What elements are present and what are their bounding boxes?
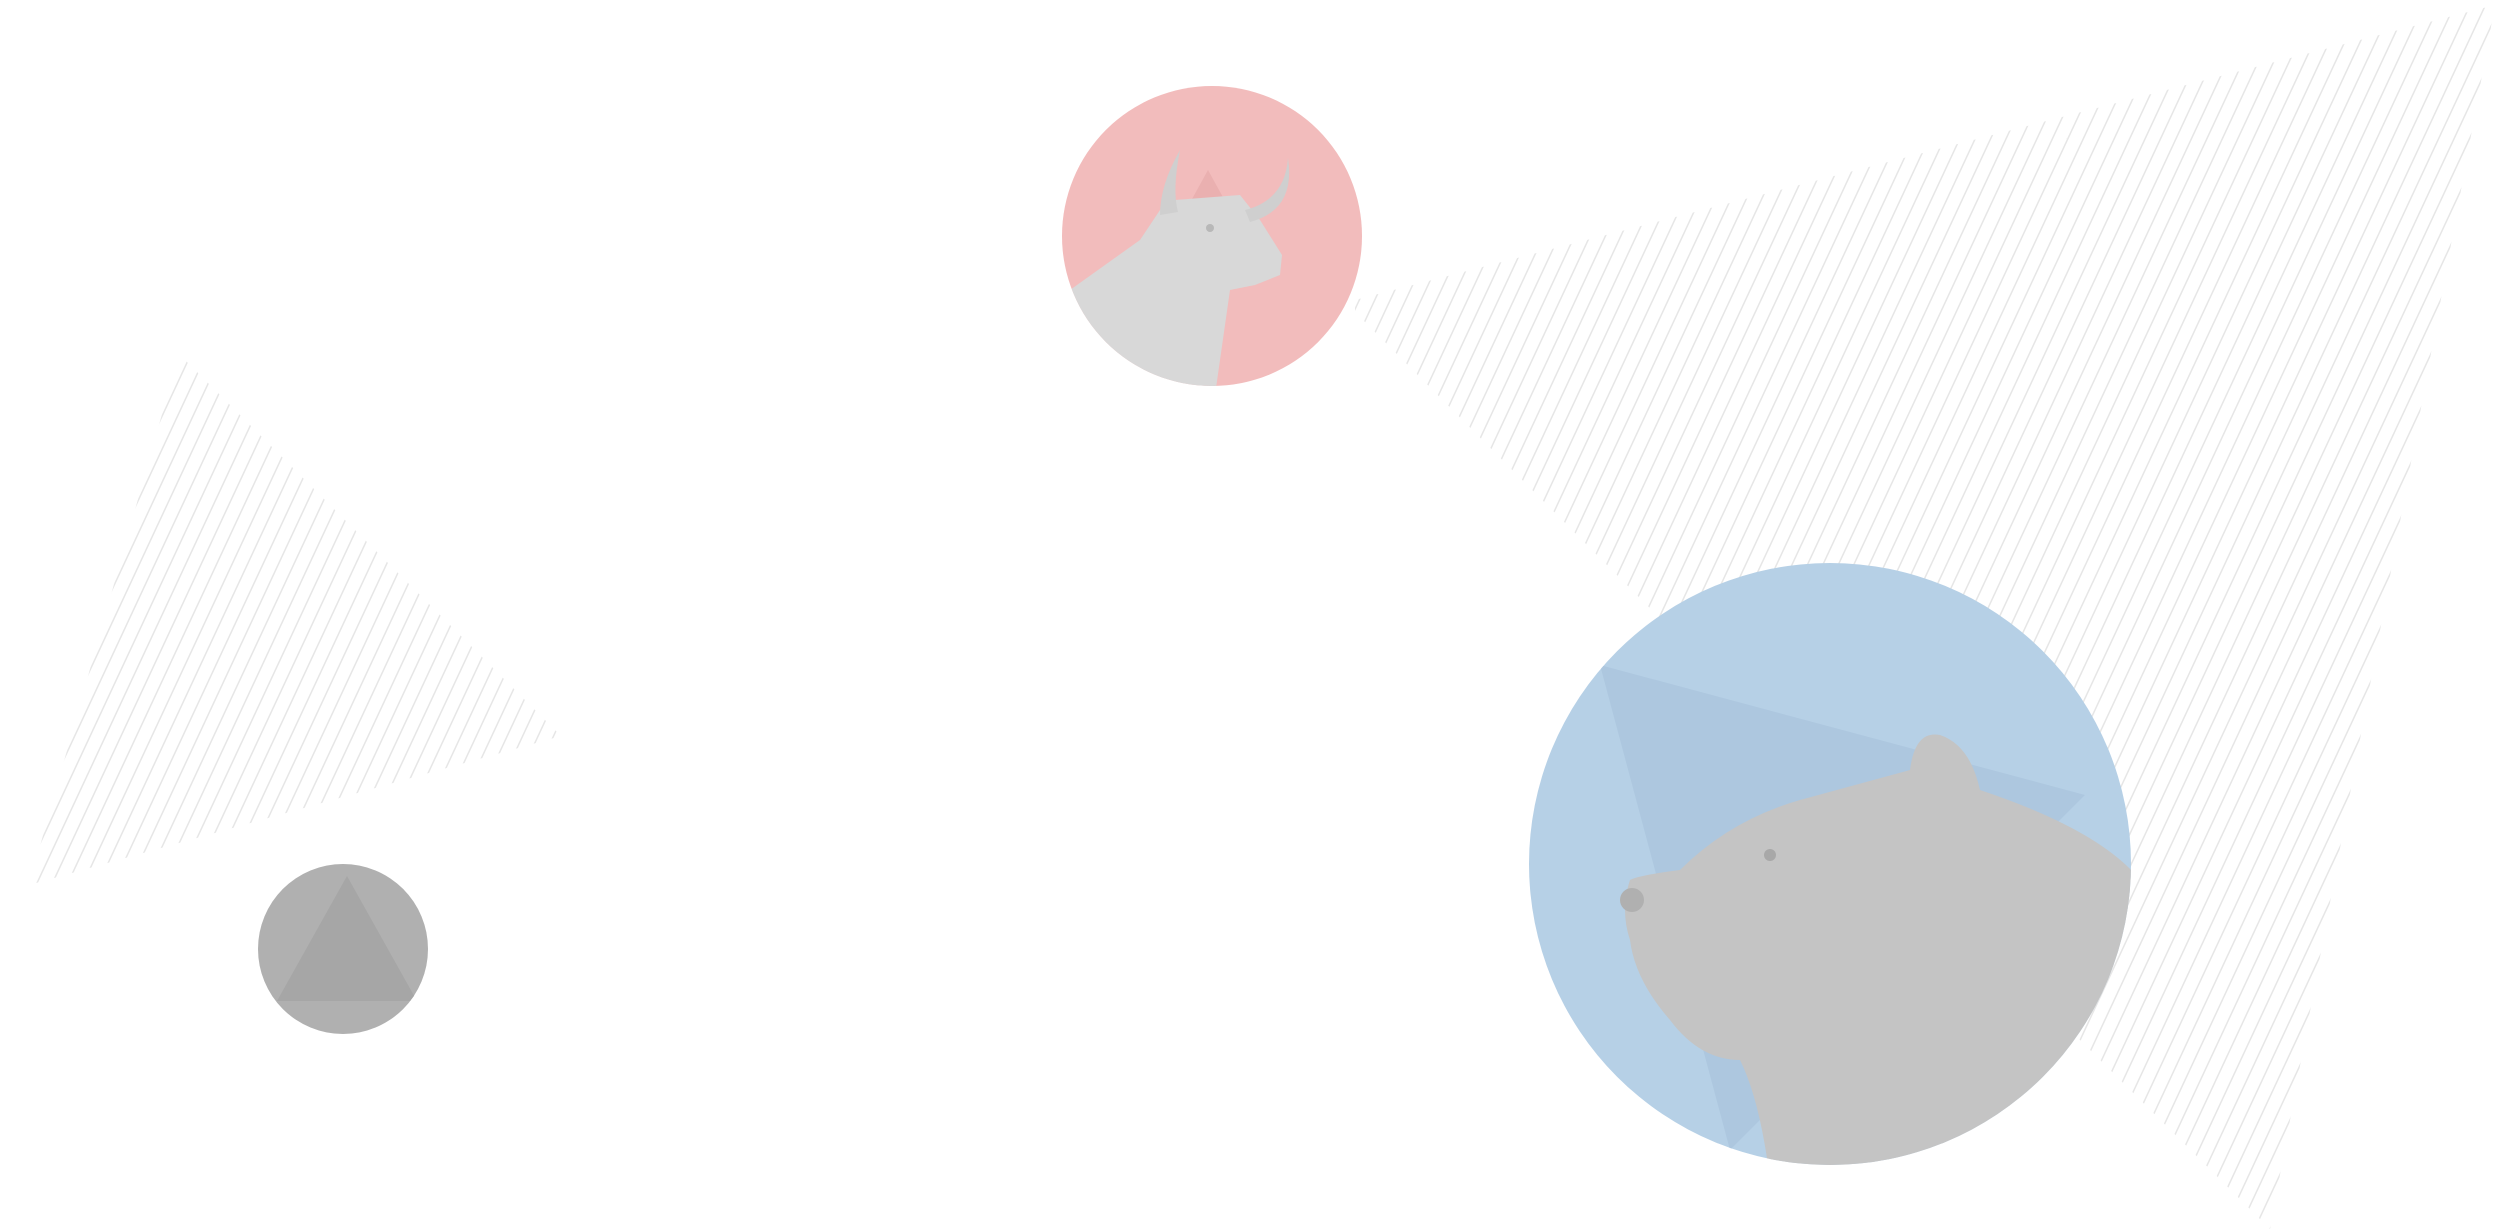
hatched-shape-left — [29, 354, 561, 885]
bull-icon — [1070, 150, 1290, 386]
bear-icon — [1620, 734, 2131, 1165]
bear-badge — [1529, 563, 2131, 1165]
bull-badge — [1062, 86, 1362, 386]
triangle-icon — [277, 876, 417, 1001]
neutral-badge — [258, 864, 428, 1034]
